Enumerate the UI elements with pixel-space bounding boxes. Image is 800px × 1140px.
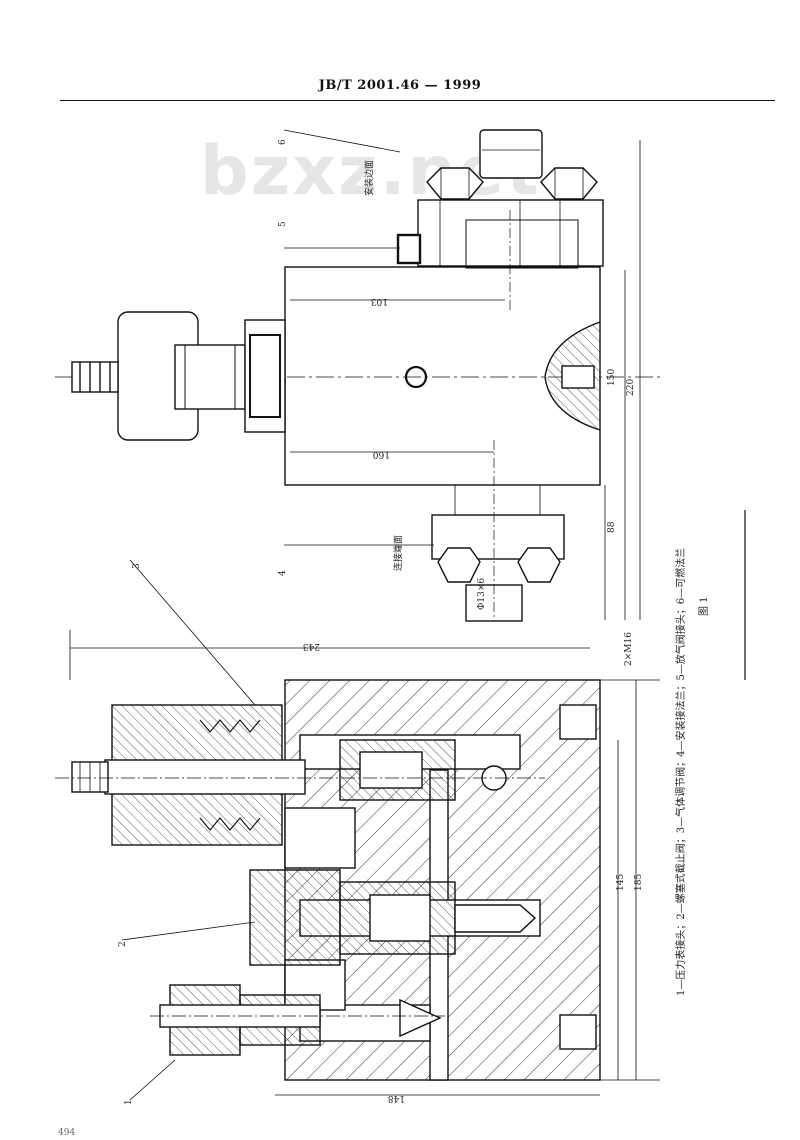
annotation-install-face: 安装边面 [363, 160, 375, 196]
page-number: 494 [58, 1128, 76, 1138]
section-view-dimension-text: 243 148 145 185 2×M16 [303, 632, 644, 1103]
part-number-6: 6 [278, 139, 288, 145]
document-header: JB/T 2001.46 — 1999 [318, 78, 482, 93]
section-view-dimensions [69, 559, 660, 1101]
top-view-dimensions [283, 129, 641, 620]
dim-88: 88 [607, 521, 617, 533]
section-view-part-numbers: 3 2 1 [118, 563, 142, 1105]
figure-caption: 1—压力表接头；2—螺塞式截止阀；3—气体调节阀；4—安装接法兰；5—放气阀接头… [674, 548, 687, 996]
header-rule [60, 100, 775, 101]
dim-220: 220 [626, 379, 636, 396]
top-view-part-numbers: 6 5 4 [278, 139, 288, 576]
annotation-bolt: Φ13×6 [477, 578, 487, 610]
part-number-4: 4 [278, 570, 288, 576]
part-number-5: 5 [278, 221, 288, 227]
part-number-2: 2 [118, 941, 128, 947]
dim-145: 145 [616, 874, 626, 891]
dim-160: 160 [373, 449, 390, 459]
figure-label: 图 1 [698, 596, 710, 616]
part-number-1: 1 [124, 1099, 134, 1105]
top-view [55, 129, 660, 622]
dim-103: 103 [371, 296, 388, 306]
top-view-dimension-text: 103 160 150 220 88 [371, 296, 636, 533]
annotation-connect-face: 连接端面 [392, 535, 404, 571]
top-view-annotations: 安装边面 连接端面 Φ13×6 [363, 160, 487, 610]
dim-185: 185 [634, 874, 644, 891]
part-number-3: 3 [132, 563, 142, 569]
section-view [55, 679, 601, 1081]
dim-holes: 2×M16 [624, 632, 634, 666]
figure-caption-group: 1—压力表接头；2—螺塞式截止阀；3—气体调节阀；4—安装接法兰；5—放气阀接头… [674, 548, 710, 996]
dim-148: 148 [388, 1093, 405, 1103]
dim-150: 150 [607, 369, 617, 386]
dim-243: 243 [303, 641, 320, 651]
